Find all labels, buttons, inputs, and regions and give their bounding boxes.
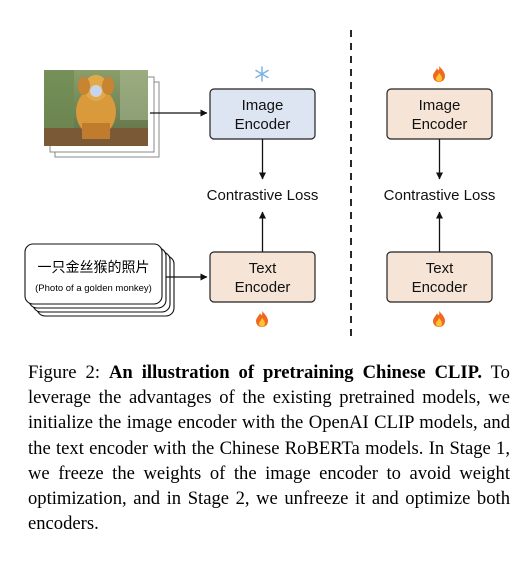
stage1-contrastive-loss-label: Contrastive Loss <box>207 187 319 204</box>
stage1-text-encoder-box: Text Encoder <box>209 251 316 303</box>
stage1-text-encoder-fire-icon <box>256 311 268 327</box>
stage2-image-encoder-fire-icon <box>433 66 445 82</box>
stage2-text-encoder-label-line1: Text <box>426 260 454 277</box>
caption-body: To leverage the advantages of the existi… <box>28 362 510 535</box>
stage1-snowflake-icon <box>255 66 269 82</box>
stage2-text-encoder-label-line2: Encoder <box>412 279 468 296</box>
stage2-image-encoder-box: Image Encoder <box>386 88 493 140</box>
figure-caption: Figure 2: An illustration of pretraining… <box>28 360 510 536</box>
pretraining-diagram: Image Encoder Contrastive Loss Text Enco… <box>24 30 496 340</box>
stage1-image-encoder-label-line1: Image <box>242 97 284 114</box>
stage1-image-encoder-box: Image Encoder <box>209 88 316 140</box>
stage1-text-encoder-label-line1: Text <box>249 260 277 277</box>
text-input-card-stack: 一只金丝猴的照片 (Photo of a golden monkey) <box>24 243 175 317</box>
monkey-photo-stack <box>44 70 160 158</box>
stage1-text-encoder-label-line2: Encoder <box>235 279 291 296</box>
stage2-text-encoder-fire-icon <box>433 311 445 327</box>
stage2-image-encoder-label-line2: Encoder <box>412 116 468 133</box>
golden-monkey-photo <box>44 70 148 146</box>
chinese-caption-text: 一只金丝猴的照片 <box>38 260 150 276</box>
stage2-text-encoder-box: Text Encoder <box>386 251 493 303</box>
stage2-image-encoder-label-line1: Image <box>419 97 461 114</box>
stage1-image-encoder-label-line2: Encoder <box>235 116 291 133</box>
caption-label: Figure 2: <box>28 362 100 383</box>
english-caption-text: (Photo of a golden monkey) <box>35 283 152 294</box>
caption-title: An illustration of pretraining Chinese C… <box>109 362 482 383</box>
stage2-contrastive-loss-label: Contrastive Loss <box>384 187 496 204</box>
